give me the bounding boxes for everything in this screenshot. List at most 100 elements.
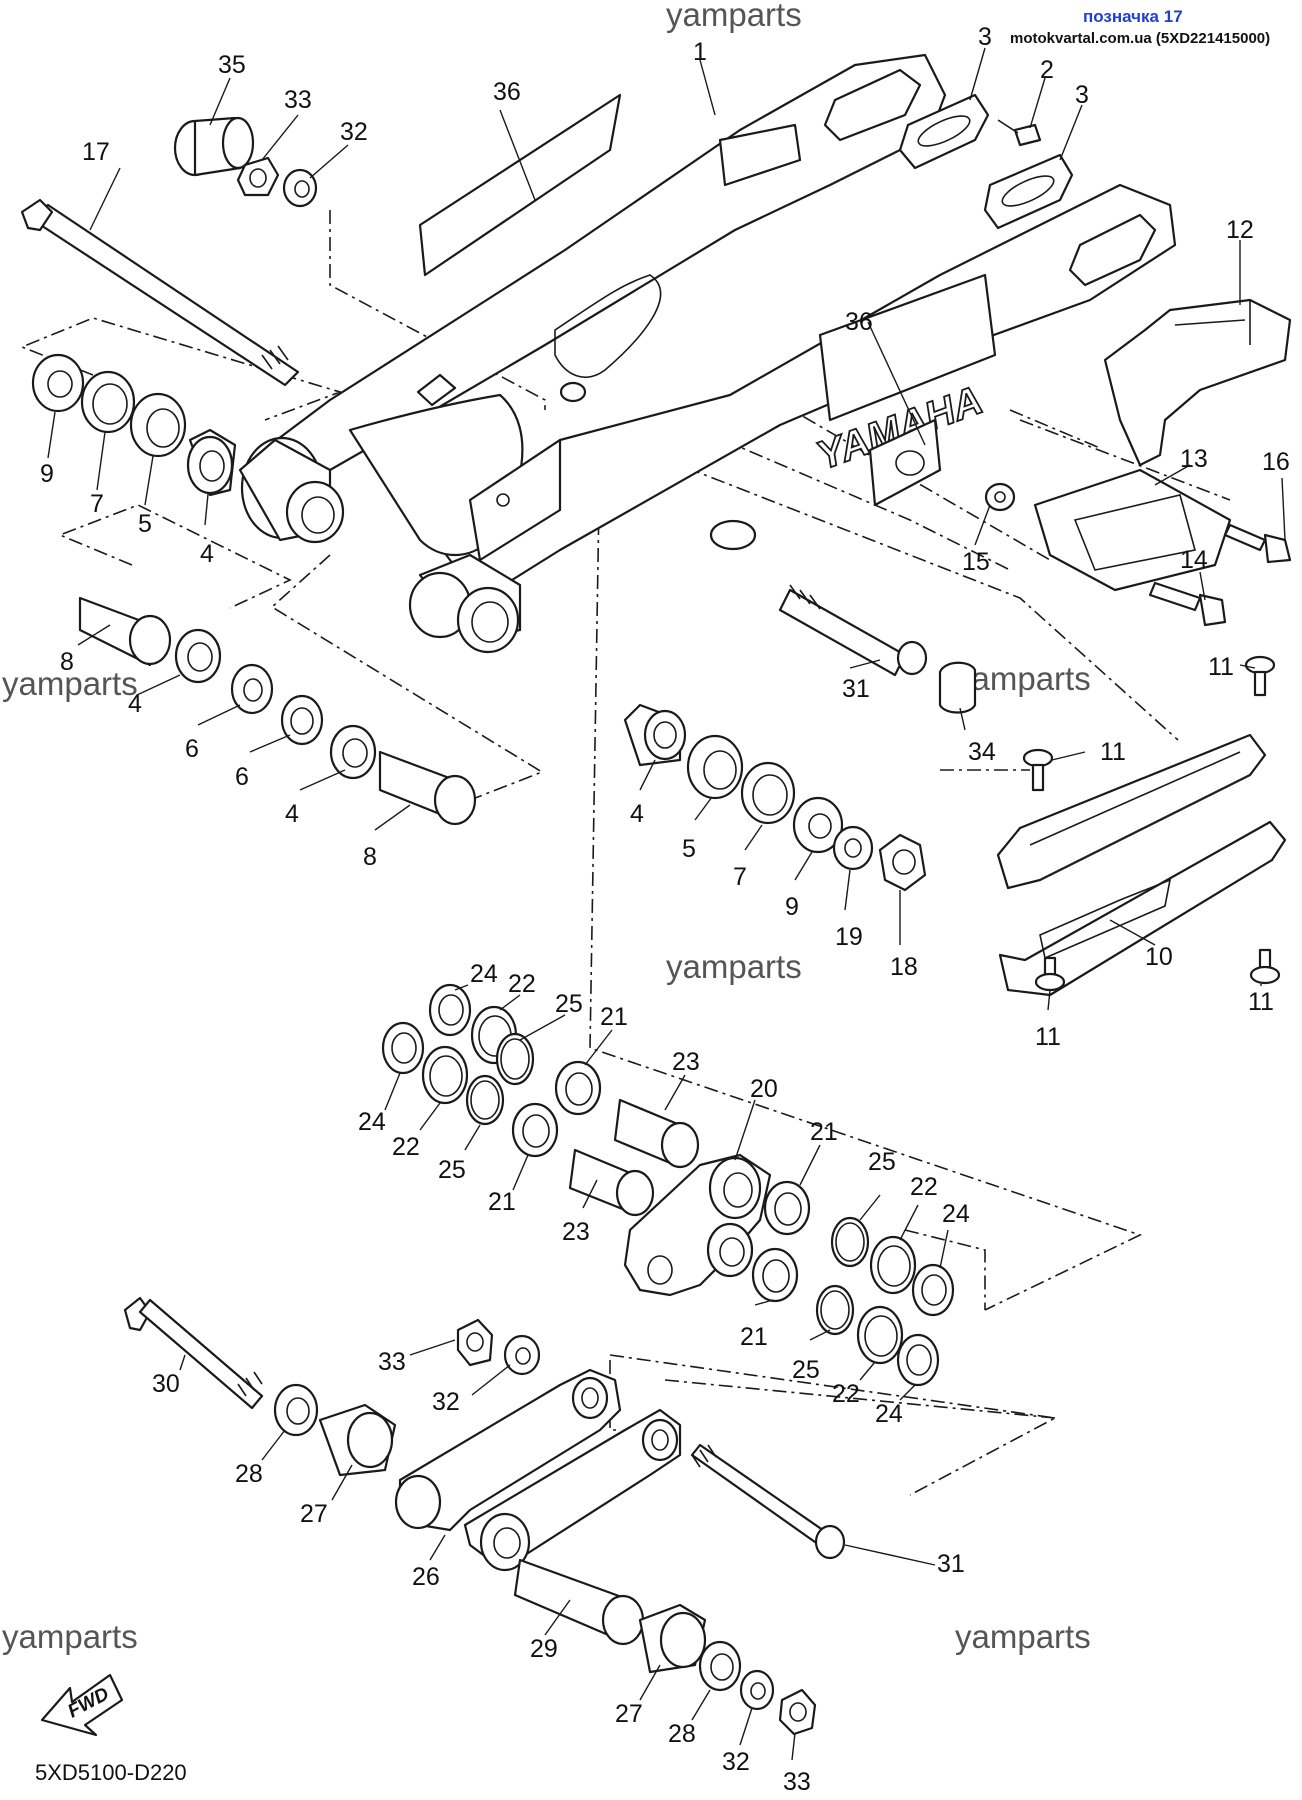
- callout-16: 16: [1262, 448, 1290, 476]
- watermark: yamparts: [2, 1618, 138, 1655]
- callout-8: 8: [363, 843, 377, 871]
- callout-3: 3: [1075, 81, 1089, 109]
- nut-33-top: [236, 156, 280, 197]
- callout-4: 4: [128, 690, 142, 718]
- cap-34: [938, 661, 977, 714]
- callout-22: 22: [832, 1380, 860, 1408]
- callout-25: 25: [792, 1356, 820, 1384]
- callout-31: 31: [937, 1550, 965, 1578]
- callout-23: 23: [672, 1048, 700, 1076]
- chain-slider-10: [996, 733, 1287, 997]
- callout-22: 22: [910, 1173, 938, 1201]
- callout-11: 11: [1248, 988, 1274, 1016]
- source-line: motokvartal.com.ua (5XD221415000): [1010, 30, 1270, 47]
- screws-11: [1022, 655, 1281, 992]
- callout-28: 28: [235, 1460, 263, 1488]
- callout-32: 32: [722, 1748, 750, 1776]
- callout-10: 10: [1145, 943, 1173, 971]
- callout-33: 33: [783, 1768, 811, 1796]
- fwd-arrow-icon: FWD: [40, 1673, 124, 1737]
- callout-17: 17: [82, 138, 110, 166]
- callout-29: 29: [530, 1635, 558, 1663]
- washer-32-top: [282, 168, 318, 208]
- callout-21: 21: [810, 1118, 838, 1146]
- callout-22: 22: [392, 1133, 420, 1161]
- guide-12: [1103, 298, 1292, 467]
- plate-13: [1033, 468, 1232, 592]
- callout-4: 4: [285, 800, 299, 828]
- relay-arm-group: [381, 983, 955, 1387]
- watermark: yamparts: [955, 660, 1091, 697]
- callout-11: 11: [1035, 1023, 1061, 1051]
- callout-14: 14: [1180, 546, 1208, 574]
- callout-36: 36: [845, 308, 873, 336]
- callout-5: 5: [682, 835, 696, 863]
- mark-label: позначка 17: [1083, 7, 1183, 26]
- callout-2: 2: [1040, 56, 1054, 84]
- callout-1: 1: [693, 38, 707, 66]
- callout-7: 7: [90, 490, 104, 518]
- callout-32: 32: [340, 118, 368, 146]
- callout-4: 4: [200, 540, 214, 568]
- callout-3: 3: [978, 23, 992, 51]
- callout-32: 32: [432, 1388, 460, 1416]
- adjuster-3: [898, 93, 1074, 230]
- callout-24: 24: [942, 1200, 970, 1228]
- leader-lines: [47, 47, 1286, 1761]
- right-bearings: [623, 584, 928, 892]
- callout-24: 24: [470, 960, 498, 988]
- watermark: yamparts: [2, 665, 138, 702]
- callout-8: 8: [60, 648, 74, 676]
- callout-24: 24: [875, 1400, 903, 1428]
- callout-33: 33: [378, 1348, 406, 1376]
- callout-6: 6: [235, 763, 249, 791]
- callout-12: 12: [1226, 216, 1254, 244]
- callout-9: 9: [785, 893, 799, 921]
- bolt-2: [997, 119, 1042, 147]
- callout-5: 5: [138, 510, 152, 538]
- callout-25: 25: [555, 990, 583, 1018]
- callout-7: 7: [733, 863, 747, 891]
- callout-28: 28: [668, 1720, 696, 1748]
- callout-21: 21: [740, 1323, 768, 1351]
- callout-11: 11: [1208, 653, 1234, 681]
- callout-27: 27: [615, 1700, 643, 1728]
- callout-9: 9: [40, 460, 54, 488]
- left-bearings: [31, 353, 477, 826]
- callout-36: 36: [493, 78, 521, 106]
- watermark: yamparts: [666, 0, 802, 33]
- bolt-16: [1223, 523, 1292, 564]
- callout-30: 30: [152, 1370, 180, 1398]
- callout-11: 11: [1100, 738, 1126, 766]
- callout-4: 4: [630, 800, 644, 828]
- callout-26: 26: [412, 1563, 440, 1591]
- callout-21: 21: [488, 1188, 516, 1216]
- callout-24: 24: [358, 1108, 386, 1136]
- callout-25: 25: [868, 1148, 896, 1176]
- washer-15: [984, 482, 1016, 512]
- callout-19: 19: [835, 923, 863, 951]
- callout-15: 15: [962, 548, 990, 576]
- callout-6: 6: [185, 735, 199, 763]
- callout-23: 23: [562, 1218, 590, 1246]
- axle-17: [20, 198, 300, 387]
- callout-21: 21: [600, 1003, 628, 1031]
- diagram-code: 5XD5100-D220: [35, 1760, 187, 1785]
- callout-25: 25: [438, 1156, 466, 1184]
- bolt-14: [1148, 581, 1227, 627]
- swingarm: YAMAHA: [238, 53, 1177, 654]
- watermark: yamparts: [955, 1618, 1091, 1655]
- callout-20: 20: [750, 1075, 778, 1103]
- callout-18: 18: [890, 953, 918, 981]
- callouts: 1 2 3 3 35 33 32 36 17 12 36 13 16 15 14…: [40, 23, 1290, 1796]
- callout-35: 35: [218, 51, 246, 79]
- bushing-35: [173, 116, 255, 177]
- watermark: yamparts: [666, 948, 802, 985]
- callout-27: 27: [300, 1500, 328, 1528]
- callout-34: 34: [968, 738, 996, 766]
- callout-13: 13: [1180, 445, 1208, 473]
- connecting-rod-group: [123, 1296, 846, 1736]
- callout-22: 22: [508, 970, 536, 998]
- callout-33: 33: [284, 86, 312, 114]
